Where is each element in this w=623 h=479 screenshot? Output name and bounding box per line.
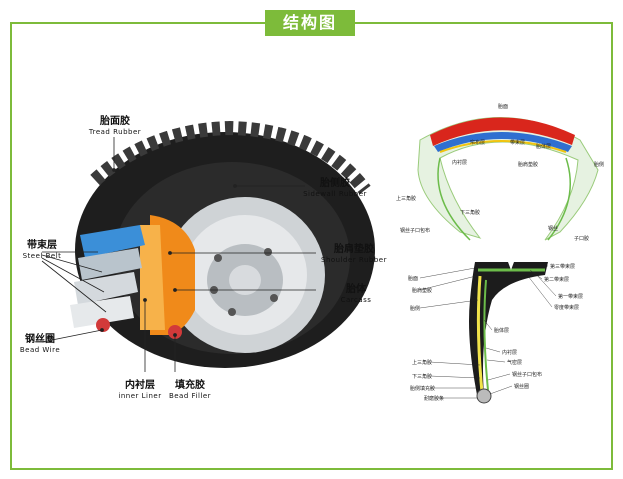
upper-label: 子口胶 — [574, 236, 590, 242]
lower-label: 气密层 — [507, 360, 523, 366]
lower-label: 钢丝圈 — [514, 384, 530, 390]
upper-label: 下三角胶 — [460, 210, 481, 216]
lower-label: 胎肩垫胶 — [412, 288, 433, 294]
cross-section-lower — [469, 262, 548, 404]
lower-label: 耐磨胶条 — [424, 396, 445, 402]
lower-label: 钢丝子口包布 — [512, 372, 543, 378]
lower-label: 零度带束层 — [554, 305, 580, 311]
upper-label: 胎肩垫胶 — [518, 162, 539, 168]
lower-label: 下三角胶 — [412, 374, 433, 380]
upper-label: 帘布层 — [470, 140, 486, 146]
upper-label: 上三角胶 — [396, 196, 417, 202]
upper-label: 胎体层 — [536, 144, 552, 150]
lower-label: 胎面 — [408, 276, 419, 282]
lower-label: 第二带束层 — [544, 277, 570, 283]
upper-label: 内衬层 — [452, 160, 468, 166]
tire-cutaway — [70, 120, 375, 368]
lower-label: 胎侧 — [410, 306, 421, 312]
section-title: 结构图 — [265, 10, 355, 36]
upper-label: 胎侧 — [594, 162, 605, 168]
cross-section-upper — [417, 117, 599, 241]
lower-label: 内衬层 — [502, 350, 518, 356]
lower-label: 胎侧填充胶 — [410, 386, 436, 392]
upper-label: 带束层 — [510, 140, 526, 146]
lower-label: 第三带束层 — [550, 264, 576, 270]
upper-label: 钢丝子口包布 — [400, 228, 431, 234]
lower-label: 上三角胶 — [412, 360, 433, 366]
lower-label: 胎体层 — [494, 328, 510, 334]
lower-label: 第一带束层 — [558, 294, 584, 300]
upper-label: 钢丝 — [548, 226, 559, 232]
upper-label: 胎面 — [498, 104, 509, 110]
